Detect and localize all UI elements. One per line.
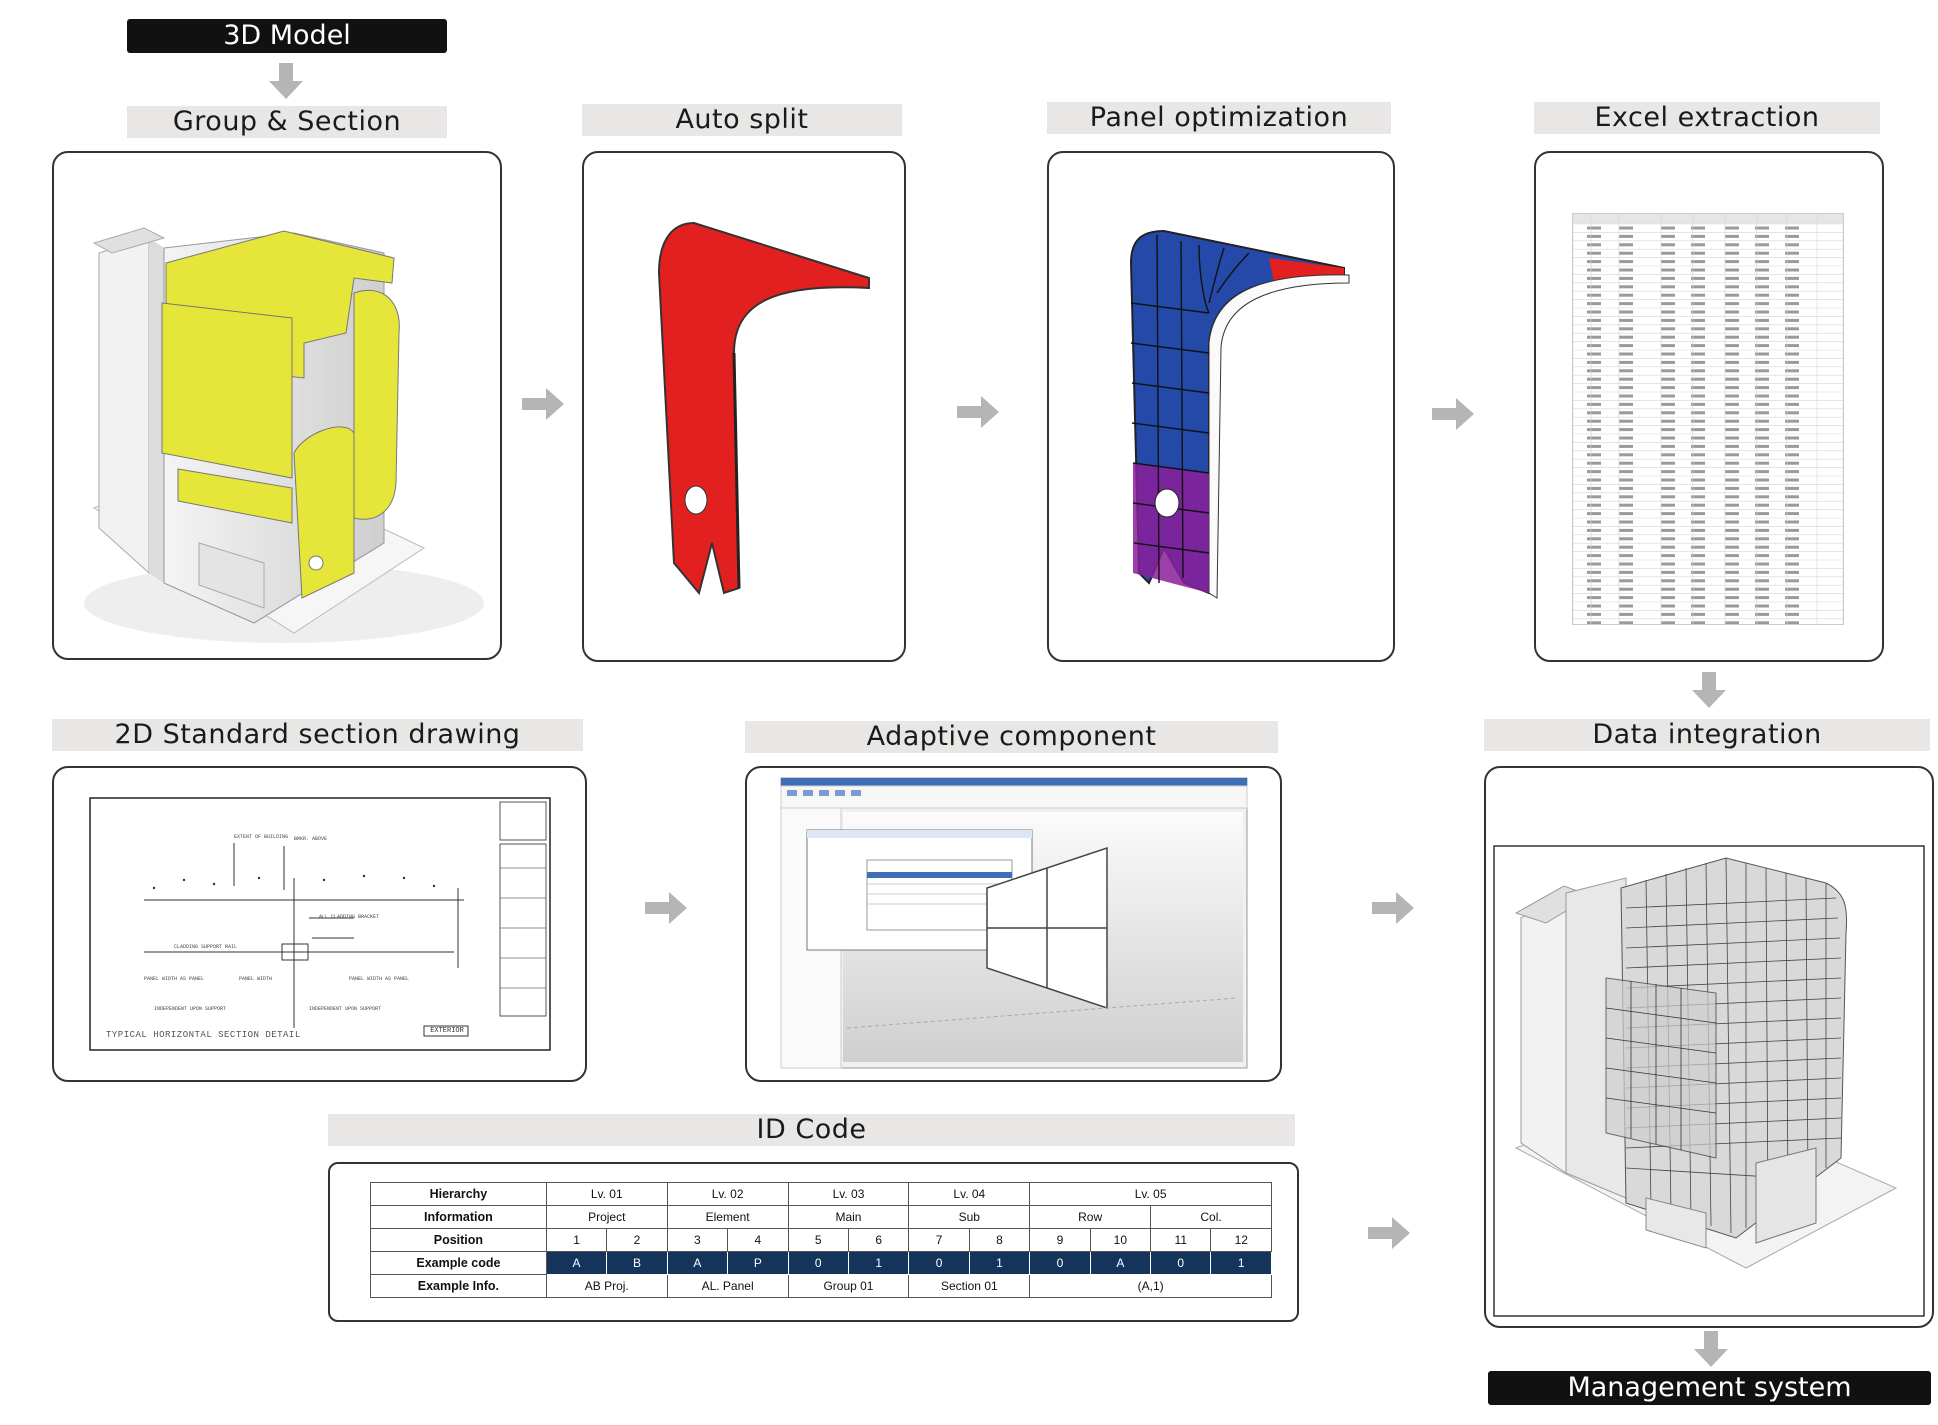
table-cell: Main <box>787 1205 910 1229</box>
auto-split-panel <box>582 151 906 662</box>
table-cell: Row <box>1029 1205 1152 1229</box>
arrow-down-icon <box>1692 672 1726 708</box>
table-cell: 4 <box>727 1228 789 1252</box>
building-panelized-model <box>1493 845 1925 1317</box>
building-yellow-model <box>84 227 484 643</box>
arrow-right-icon <box>1372 892 1414 924</box>
label-id-code: ID Code <box>328 1114 1295 1146</box>
arrow-right-icon <box>522 388 564 420</box>
table-cell: AB Proj. <box>545 1274 668 1298</box>
table-cell: 3 <box>666 1228 729 1252</box>
label-3d-model: 3D Model <box>127 19 447 53</box>
table-cell: Project <box>545 1205 668 1229</box>
svg-text:PANEL WIDTH AS PANEL: PANEL WIDTH AS PANEL <box>144 976 204 982</box>
svg-text:INDEPENDENT UPON SUPPORT: INDEPENDENT UPON SUPPORT <box>154 1006 226 1012</box>
table-cell: 5 <box>787 1228 849 1252</box>
table-cell: 1 <box>545 1228 608 1252</box>
svg-text:ALL CLADDING BRACKET: ALL CLADDING BRACKET <box>319 914 379 920</box>
spreadsheet-thumbnail <box>1572 213 1844 625</box>
table-cell: Lv. 02 <box>666 1182 789 1206</box>
table-cell: 10 <box>1089 1228 1152 1252</box>
table-cell: 1 <box>847 1251 910 1275</box>
table-cell: Lv. 04 <box>908 1182 1031 1206</box>
arrow-down-icon <box>1694 1331 1728 1367</box>
optimized-panel-model <box>1129 229 1350 599</box>
table-cell: Lv. 05 <box>1029 1182 1272 1206</box>
table-cell: 0 <box>1150 1251 1212 1275</box>
table-cell: 9 <box>1029 1228 1091 1252</box>
table-cell: (A,1) <box>1029 1274 1272 1298</box>
table-cell: 0 <box>908 1251 970 1275</box>
arrow-right-icon <box>1432 398 1474 430</box>
group-section-panel <box>52 151 502 660</box>
label-data-integration: Data integration <box>1484 719 1930 751</box>
table-cell: 6 <box>847 1228 910 1252</box>
table-cell: Lv. 03 <box>787 1182 910 1206</box>
label-panel-optimization: Panel optimization <box>1047 102 1391 134</box>
svg-text:INDEPENDENT UPON SUPPORT: INDEPENDENT UPON SUPPORT <box>309 1006 381 1012</box>
svg-text:CLADDING SUPPORT RAIL: CLADDING SUPPORT RAIL <box>174 944 237 950</box>
table-cell: 1 <box>968 1251 1031 1275</box>
table-cell: 12 <box>1210 1228 1272 1252</box>
label-management-system: Management system <box>1488 1371 1931 1405</box>
section-drawing-panel: EXTENT OF BUILDING BRKR. ABOVE ALL CLADDI… <box>52 766 587 1082</box>
svg-text:PANEL WIDTH: PANEL WIDTH <box>239 976 272 982</box>
table-cell: 1 <box>1210 1251 1272 1275</box>
table-cell: AL. Panel <box>666 1274 789 1298</box>
table-cell: 0 <box>1029 1251 1091 1275</box>
table-cell: Lv. 01 <box>545 1182 668 1206</box>
red-panel-model <box>657 221 870 596</box>
drawing-tag-exterior: EXTERIOR <box>430 1027 464 1035</box>
adaptive-component-panel <box>745 766 1282 1082</box>
row-header: Information <box>370 1205 547 1229</box>
panel-optimization-panel <box>1047 151 1395 662</box>
table-cell: 8 <box>968 1228 1031 1252</box>
arrow-right-icon <box>645 892 687 924</box>
data-integration-panel <box>1484 766 1934 1328</box>
table-cell: 2 <box>606 1228 668 1252</box>
table-cell: A <box>545 1251 608 1275</box>
row-header: Example Info. <box>370 1274 547 1298</box>
label-2d-section-drawing: 2D Standard section drawing <box>52 719 583 751</box>
label-auto-split: Auto split <box>582 104 902 136</box>
label-group-section: Group & Section <box>127 106 447 138</box>
svg-text:BRKR. ABOVE: BRKR. ABOVE <box>294 836 327 842</box>
row-header: Example code <box>370 1251 547 1275</box>
row-header: Position <box>370 1228 547 1252</box>
table-cell: A <box>1089 1251 1152 1275</box>
svg-text:EXTENT OF BUILDING: EXTENT OF BUILDING <box>234 834 288 840</box>
arrow-right-icon <box>957 396 999 428</box>
table-cell: A <box>666 1251 729 1275</box>
table-cell: 0 <box>787 1251 849 1275</box>
label-excel-extraction: Excel extraction <box>1534 102 1880 134</box>
revit-screenshot <box>780 777 1248 1069</box>
arrow-right-icon <box>1368 1217 1410 1249</box>
table-cell: Col. <box>1150 1205 1272 1229</box>
svg-text:PANEL WIDTH AS PANEL: PANEL WIDTH AS PANEL <box>349 976 409 982</box>
arrow-down-icon <box>269 63 303 99</box>
table-cell: Sub <box>908 1205 1031 1229</box>
row-header: Hierarchy <box>370 1182 547 1206</box>
excel-extraction-panel <box>1534 151 1884 662</box>
table-cell: 11 <box>1150 1228 1212 1252</box>
drawing-caption: TYPICAL HORIZONTAL SECTION DETAIL <box>106 1030 301 1040</box>
table-cell: Element <box>666 1205 789 1229</box>
section-drawing: EXTENT OF BUILDING BRKR. ABOVE ALL CLADDI… <box>89 797 551 1051</box>
table-cell: P <box>727 1251 789 1275</box>
table-cell: Group 01 <box>787 1274 910 1298</box>
table-cell: B <box>606 1251 668 1275</box>
table-cell: 7 <box>908 1228 970 1252</box>
table-cell: Section 01 <box>908 1274 1031 1298</box>
label-adaptive-component: Adaptive component <box>745 721 1278 753</box>
